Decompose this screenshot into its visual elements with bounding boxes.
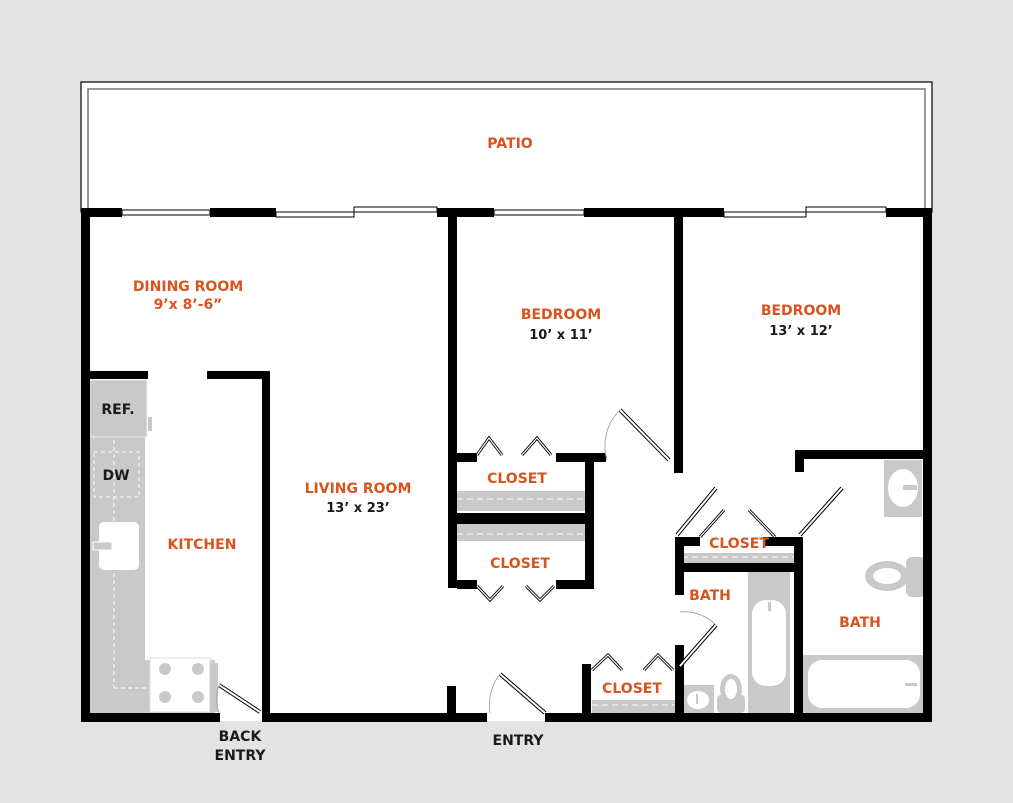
master-bathtub [802,655,924,713]
living-room-label: LIVING ROOM [305,481,412,497]
doors [215,408,844,715]
dishwasher-label: DW [102,468,129,484]
closet-label: CLOSET [709,536,769,552]
hall-bathtub [748,572,790,713]
closet-label: CLOSET [490,556,550,572]
dining-room-label: DINING ROOM [133,279,243,295]
closet-label: CLOSET [602,681,662,697]
bedroom1-size: 10’ x 11’ [529,328,593,343]
kitchen-label: KITCHEN [168,537,237,553]
apartment-floor [81,210,932,721]
back-entry-label: BACK [219,729,263,745]
bedroom2-label: BEDROOM [761,303,841,319]
refrigerator-label: REF. [101,402,134,418]
dining-room-size: 9’x 8’-6” [154,297,223,313]
closet-label: CLOSET [487,471,547,487]
bedroom1-label: BEDROOM [521,307,601,323]
dishwasher [93,451,140,498]
stove [149,657,218,713]
bedroom2-size: 13’ x 12’ [769,324,833,339]
master-bath-label: BATH [839,615,881,631]
hall-sink [684,685,714,713]
hall-bath-label: BATH [689,588,731,604]
hall-toilet [717,674,745,713]
refrigerator [89,379,152,438]
windows [121,206,887,218]
living-room-size: 13’ x 23’ [326,501,390,516]
master-sink [884,460,922,517]
patio-label: PATIO [487,136,532,152]
kitchen-sink [92,522,139,570]
patio-area [80,81,933,213]
walls [81,208,932,722]
entry-label: ENTRY [493,733,545,749]
master-toilet [865,557,926,597]
back-entry-label: ENTRY [215,748,267,764]
